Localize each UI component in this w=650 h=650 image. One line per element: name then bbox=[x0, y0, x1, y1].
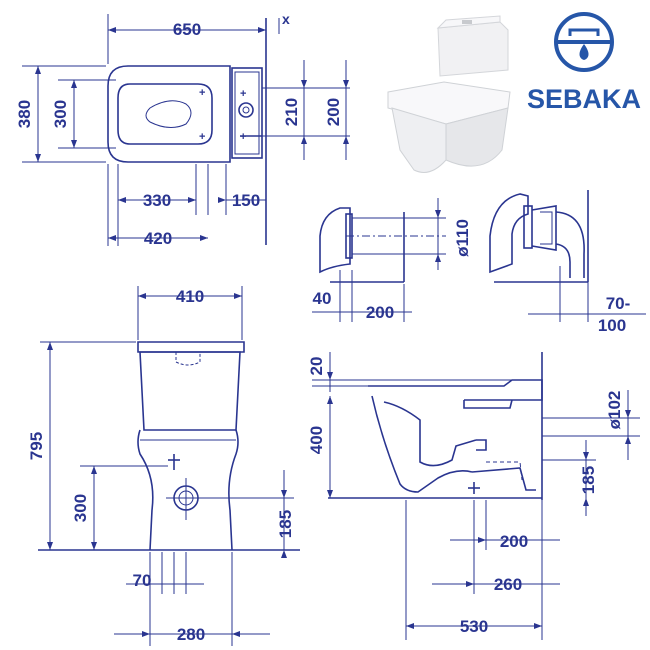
dim-seat-height: 300 bbox=[71, 494, 90, 522]
dim-wall-offset-top: 70- bbox=[606, 294, 631, 313]
dim-pipe-diameter: ø110 bbox=[453, 219, 472, 257]
svg-text:+: + bbox=[199, 131, 205, 143]
svg-text:+: + bbox=[240, 131, 246, 143]
dim-fixing-offset: 70 bbox=[133, 571, 152, 590]
top-view: x + + + + 650 380 bbox=[15, 11, 350, 248]
dim-fixing-from-front: 420 bbox=[144, 229, 172, 248]
dim-depth: 380 bbox=[15, 100, 34, 128]
dim-outlet-height: 185 bbox=[276, 510, 295, 538]
dim-lid-gap: 20 bbox=[307, 357, 326, 376]
dim-outlet-from-bowl: 330 bbox=[143, 191, 171, 210]
side-view: 20 400 ø102 185 200 260 bbox=[307, 352, 640, 640]
outlet-detail-curved: 70- 100 bbox=[489, 190, 646, 335]
dim-base-width: 280 bbox=[177, 625, 205, 644]
toilet-product-illustration bbox=[387, 15, 511, 173]
dim-total-height: 795 bbox=[27, 432, 46, 460]
front-view: 410 795 300 185 70 280 bbox=[27, 286, 300, 646]
dim-connector-length: 200 bbox=[366, 303, 394, 322]
svg-text:+: + bbox=[199, 87, 205, 99]
dim-fixing-height: 200 bbox=[324, 98, 343, 126]
dim-fixing-depth: 260 bbox=[494, 575, 522, 594]
dim-outlet-diameter: ø102 bbox=[605, 391, 624, 430]
outlet-detail-horizontal: ø110 40 200 bbox=[312, 198, 472, 322]
brand-name: SEBAKA bbox=[527, 84, 641, 114]
dim-bowl-height: 400 bbox=[307, 426, 326, 454]
dim-fixing-spacing: 210 bbox=[282, 98, 301, 126]
dim-wall-offset-bottom: 100 bbox=[598, 316, 626, 335]
dim-tank-width: 410 bbox=[176, 287, 204, 306]
dim-width: 650 bbox=[173, 20, 201, 39]
axis-marker-x: x bbox=[282, 11, 290, 27]
sebaka-logo: SEBAKA bbox=[527, 12, 641, 114]
dim-bowl-depth: 300 bbox=[51, 100, 70, 128]
dim-side-outlet-height: 185 bbox=[579, 466, 598, 494]
dim-total-depth: 530 bbox=[460, 617, 488, 636]
dim-outlet-from-wall: 150 bbox=[232, 191, 260, 210]
svg-text:+: + bbox=[240, 88, 246, 100]
dim-outlet-depth: 200 bbox=[500, 532, 528, 551]
dim-spigot: 40 bbox=[313, 289, 332, 308]
